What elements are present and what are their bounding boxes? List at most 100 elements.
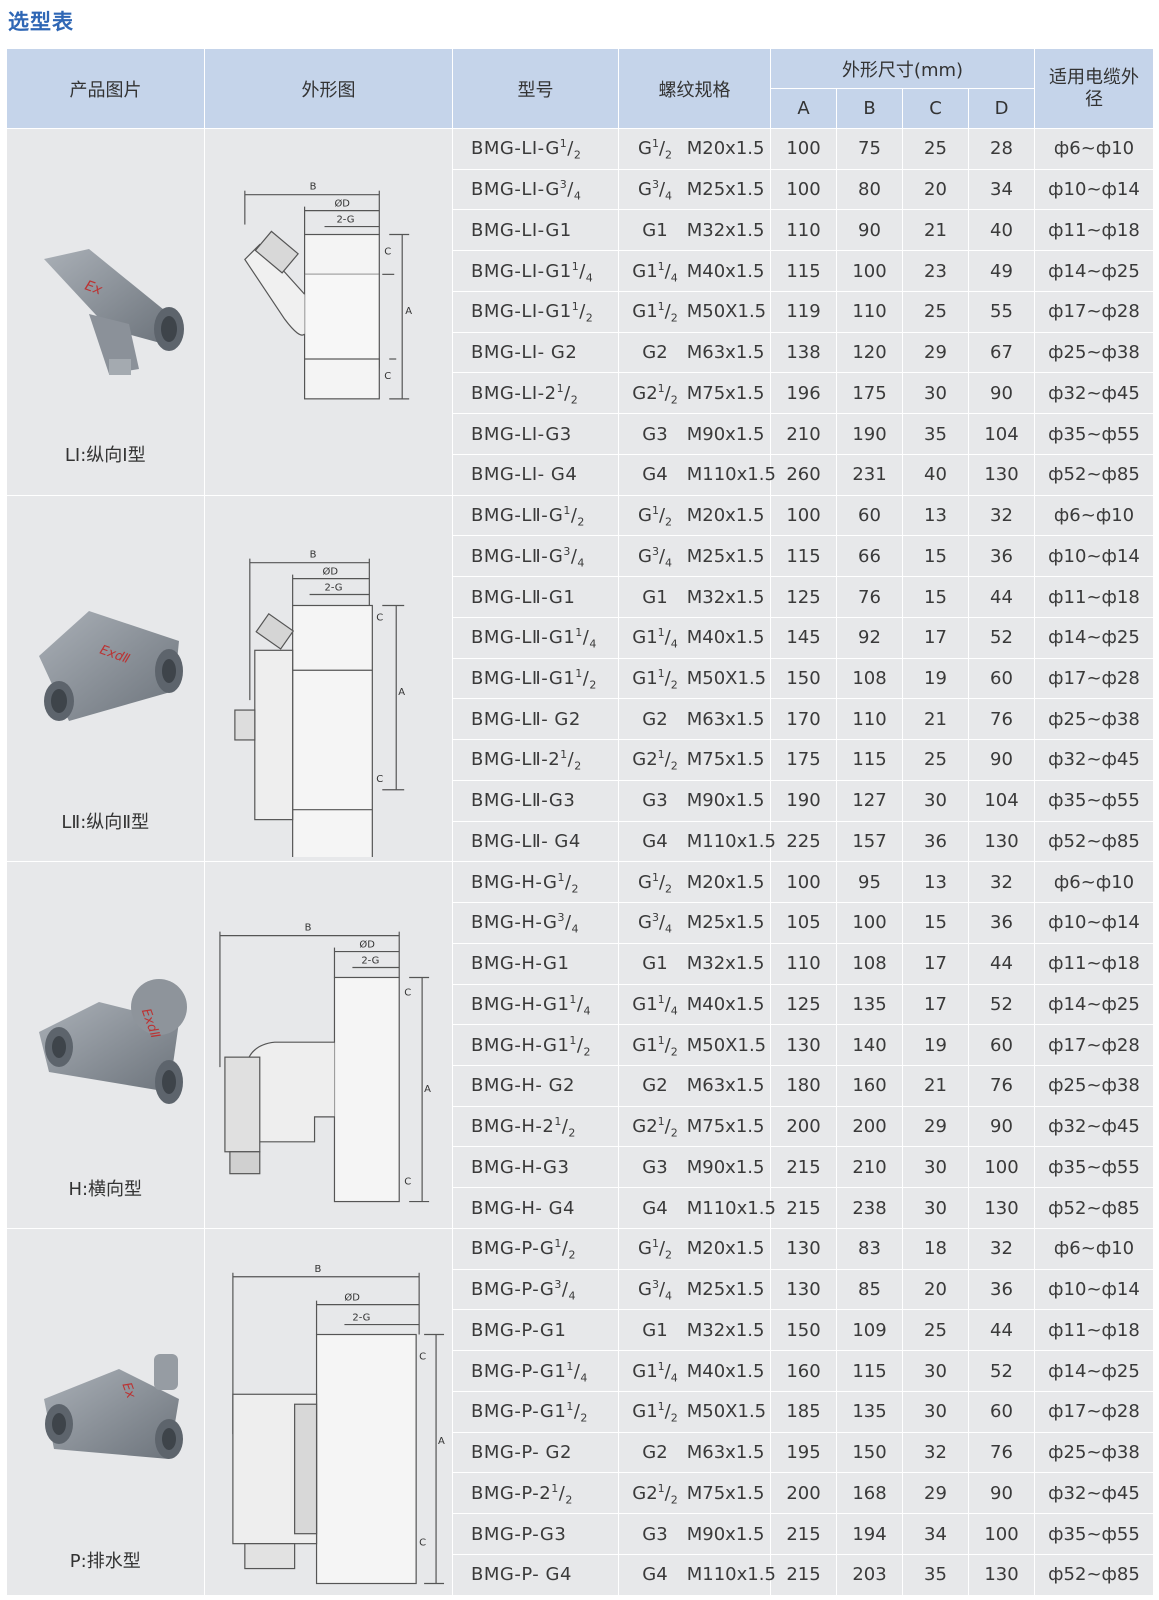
dim-a-cell: 115 — [770, 535, 837, 578]
model-cell: BMG-P- G4 — [452, 1554, 619, 1597]
product-type-label: LⅡ:纵向Ⅱ型 — [61, 812, 150, 834]
cable-cell: ф32~ф45 — [1034, 372, 1154, 415]
model-cell: BMG-LⅠ-G3 — [452, 413, 619, 455]
dim-c-cell: 13 — [902, 495, 969, 537]
thread-cell: G3/4 M25x1.5 — [618, 902, 771, 944]
cable-cell: ф32~ф45 — [1034, 1106, 1154, 1148]
model-cell: BMG-P-G1 — [452, 1309, 619, 1352]
dim-c-cell: 30 — [902, 1146, 969, 1189]
cable-cell: ф52~ф85 — [1034, 1187, 1154, 1230]
outline-drawing-cell: B ØD 2-G C A C — [204, 1228, 453, 1596]
cable-cell: ф17~ф28 — [1034, 1391, 1154, 1433]
header-thread: 螺纹规格 — [618, 48, 771, 129]
product-photo-h: ExdⅡ — [38, 979, 187, 1105]
dim-c-cell: 32 — [902, 1432, 969, 1474]
dim-c-cell: 35 — [902, 413, 969, 455]
cable-cell: ф10~ф14 — [1034, 1269, 1154, 1311]
thread-cell: G3/4 M25x1.5 — [618, 1269, 771, 1311]
dim-b-cell: 200 — [836, 1106, 903, 1148]
thread-cell: G21/2 M75x1.5 — [618, 739, 771, 781]
outline-drawing-cell: B ØD 2-G C A C — [204, 495, 453, 863]
model-cell: BMG-LⅠ- G4 — [452, 454, 619, 496]
dim-a-cell: 210 — [770, 413, 837, 455]
dim-d-cell: 130 — [968, 454, 1035, 496]
dim-a-cell: 125 — [770, 984, 837, 1026]
cable-cell: ф25~ф38 — [1034, 1065, 1154, 1107]
model-cell: BMG-LⅠ-21/2 — [452, 372, 619, 415]
dim-d-cell: 32 — [968, 1228, 1035, 1270]
dim-b-cell: 135 — [836, 1391, 903, 1433]
product-type-label: LⅠ:纵向Ⅰ型 — [64, 445, 146, 467]
dim-b-cell: 115 — [836, 739, 903, 781]
product-type-label: H:横向型 — [68, 1178, 143, 1200]
model-cell: BMG-LⅡ-G11/4 — [452, 617, 619, 659]
dim-c-cell: 25 — [902, 128, 969, 170]
dim-d-cell: 49 — [968, 250, 1035, 292]
svg-text:A: A — [424, 1084, 431, 1095]
dim-c-cell: 13 — [902, 861, 969, 904]
cable-cell: ф14~ф25 — [1034, 617, 1154, 659]
dim-c-cell: 21 — [902, 698, 969, 741]
product-type-label: P:排水型 — [69, 1551, 141, 1573]
dim-a-cell: 215 — [770, 1554, 837, 1597]
thread-cell: G11/4 M40x1.5 — [618, 617, 771, 659]
model-cell: BMG-LⅠ-G1 — [452, 209, 619, 252]
dim-b-cell: 190 — [836, 413, 903, 455]
dim-d-cell: 90 — [968, 1106, 1035, 1148]
product-photo-p: Ex — [43, 1354, 183, 1460]
dim-a-cell: 138 — [770, 332, 837, 374]
model-cell: BMG-LⅡ-21/2 — [452, 739, 619, 781]
dim-d-cell: 130 — [968, 1554, 1035, 1597]
model-cell: BMG-P-G3/4 — [452, 1269, 619, 1311]
product-image-cell: ExdⅡ LⅡ:纵向Ⅱ型 — [6, 495, 205, 863]
cable-cell: ф52~ф85 — [1034, 454, 1154, 496]
dim-c-cell: 29 — [902, 1472, 969, 1515]
dim-a-cell: 215 — [770, 1513, 837, 1555]
dim-d-cell: 44 — [968, 576, 1035, 618]
thread-cell: G2 M63x1.5 — [618, 698, 771, 741]
cable-cell: ф35~ф55 — [1034, 1146, 1154, 1189]
outline-drawing: B ØD 2-G C A C — [232, 1264, 445, 1584]
cable-cell: ф6~ф10 — [1034, 495, 1154, 537]
dim-b-cell: 175 — [836, 372, 903, 415]
dim-c-cell: 20 — [902, 169, 969, 211]
dim-d-cell: 40 — [968, 209, 1035, 252]
dim-a-cell: 105 — [770, 902, 837, 944]
dim-d-cell: 90 — [968, 739, 1035, 781]
cable-cell: ф25~ф38 — [1034, 1432, 1154, 1474]
dim-d-cell: 100 — [968, 1146, 1035, 1189]
product-photo-li: Ex — [43, 249, 184, 375]
dim-a-cell: 145 — [770, 617, 837, 659]
model-cell: BMG-LⅡ-G1 — [452, 576, 619, 618]
header-dim-c: C — [902, 88, 969, 129]
thread-cell: G1/2 M20x1.5 — [618, 1228, 771, 1270]
model-cell: BMG-H-G1 — [452, 943, 619, 985]
model-cell: BMG-H-G11/2 — [452, 1024, 619, 1067]
model-cell: BMG-H-G11/4 — [452, 984, 619, 1026]
selection-table: 产品图片 外形图 型号 螺纹规格 外形尺寸(mm) 适用电缆外径 A B C D… — [6, 48, 1154, 1597]
cable-cell: ф10~ф14 — [1034, 169, 1154, 211]
thread-cell: G3 M90x1.5 — [618, 1146, 771, 1189]
dim-d-cell: 130 — [968, 1187, 1035, 1230]
dim-c-cell: 20 — [902, 1269, 969, 1311]
dim-c-cell: 15 — [902, 902, 969, 944]
cable-cell: ф17~ф28 — [1034, 1024, 1154, 1067]
outline-drawing-cell: B ØD 2-G C A C — [204, 861, 453, 1230]
dim-c-cell: 29 — [902, 332, 969, 374]
model-cell: BMG-P-G3 — [452, 1513, 619, 1555]
thread-cell: G11/4 M40x1.5 — [618, 1350, 771, 1392]
dim-d-cell: 76 — [968, 698, 1035, 741]
dim-a-cell: 100 — [770, 861, 837, 904]
thread-cell: G1 M32x1.5 — [618, 209, 771, 252]
dim-d-cell: 28 — [968, 128, 1035, 170]
dim-a-cell: 170 — [770, 698, 837, 741]
